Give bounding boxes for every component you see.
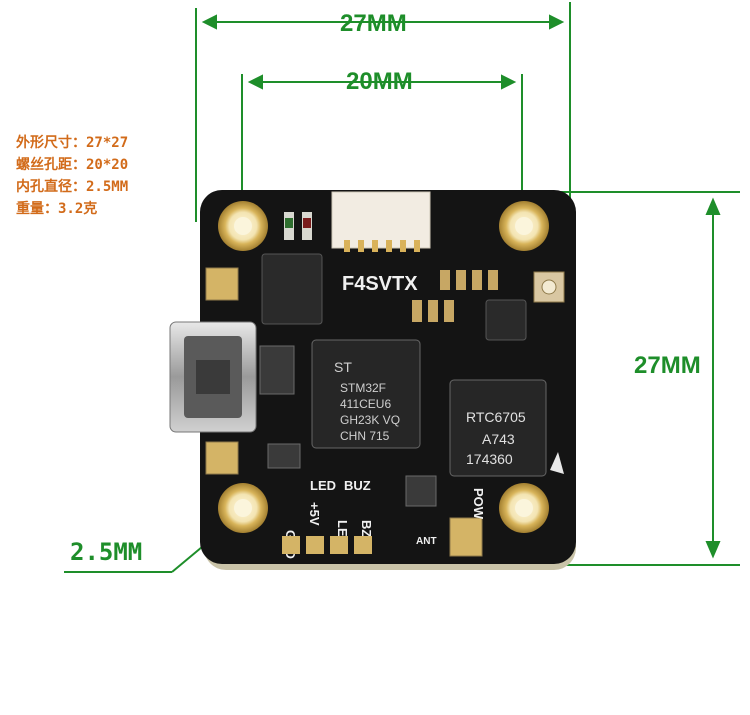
label-2.5mm: 2.5MM xyxy=(70,538,143,566)
mount-hole-bottom-left xyxy=(218,483,268,533)
vtx-line-1: RTC6705 xyxy=(466,409,526,425)
label-20mm: 20MM xyxy=(346,68,413,95)
spec-weight: 重量：3.2克 xyxy=(16,201,98,217)
label-buz-top: BUZ xyxy=(344,478,371,493)
mount-hole-bottom-right xyxy=(499,483,549,533)
label-pow: POW xyxy=(471,488,486,520)
pad-left-top xyxy=(205,267,239,301)
mcu-line-2: 411CEU6 xyxy=(340,397,391,411)
label-27mm-right: 27MM xyxy=(634,352,701,379)
label-led-top: LED xyxy=(310,478,336,493)
mcu-line-3: GH23K VQ xyxy=(340,413,400,427)
mount-hole-top-left xyxy=(218,201,268,251)
mcu-line-1: STM32F xyxy=(340,381,386,395)
label-27mm-top: 27MM xyxy=(340,10,407,37)
mcu-chip xyxy=(311,339,421,449)
mount-hole-top-right xyxy=(499,201,549,251)
spec-hole-spacing: 螺丝孔距：20*20 xyxy=(16,157,129,173)
vtx-chip xyxy=(449,379,547,477)
vtx-line-3: 174360 xyxy=(466,451,513,467)
gyro-chip xyxy=(261,253,323,325)
pad-label-5v: +5V xyxy=(307,502,322,526)
top-connector xyxy=(331,191,431,249)
baro-chip xyxy=(485,299,527,341)
spec-size: 外形尺寸：27*27 xyxy=(16,135,129,151)
mcu-logo: ST xyxy=(334,359,352,375)
spec-hole-diameter: 内孔直径：2.5MM xyxy=(16,179,129,195)
spec-list: 外形尺寸：27*27 螺丝孔距：20*20 内孔直径：2.5MM 重量：3.2克 xyxy=(16,132,128,220)
pad-bottom xyxy=(449,517,483,557)
pad-left-bottom xyxy=(205,441,239,475)
board-name: F4SVTX xyxy=(342,273,418,295)
label-ant: ANT xyxy=(416,536,437,547)
mcu-line-4: CHN 715 xyxy=(340,429,390,443)
vtx-line-2: A743 xyxy=(482,431,515,447)
